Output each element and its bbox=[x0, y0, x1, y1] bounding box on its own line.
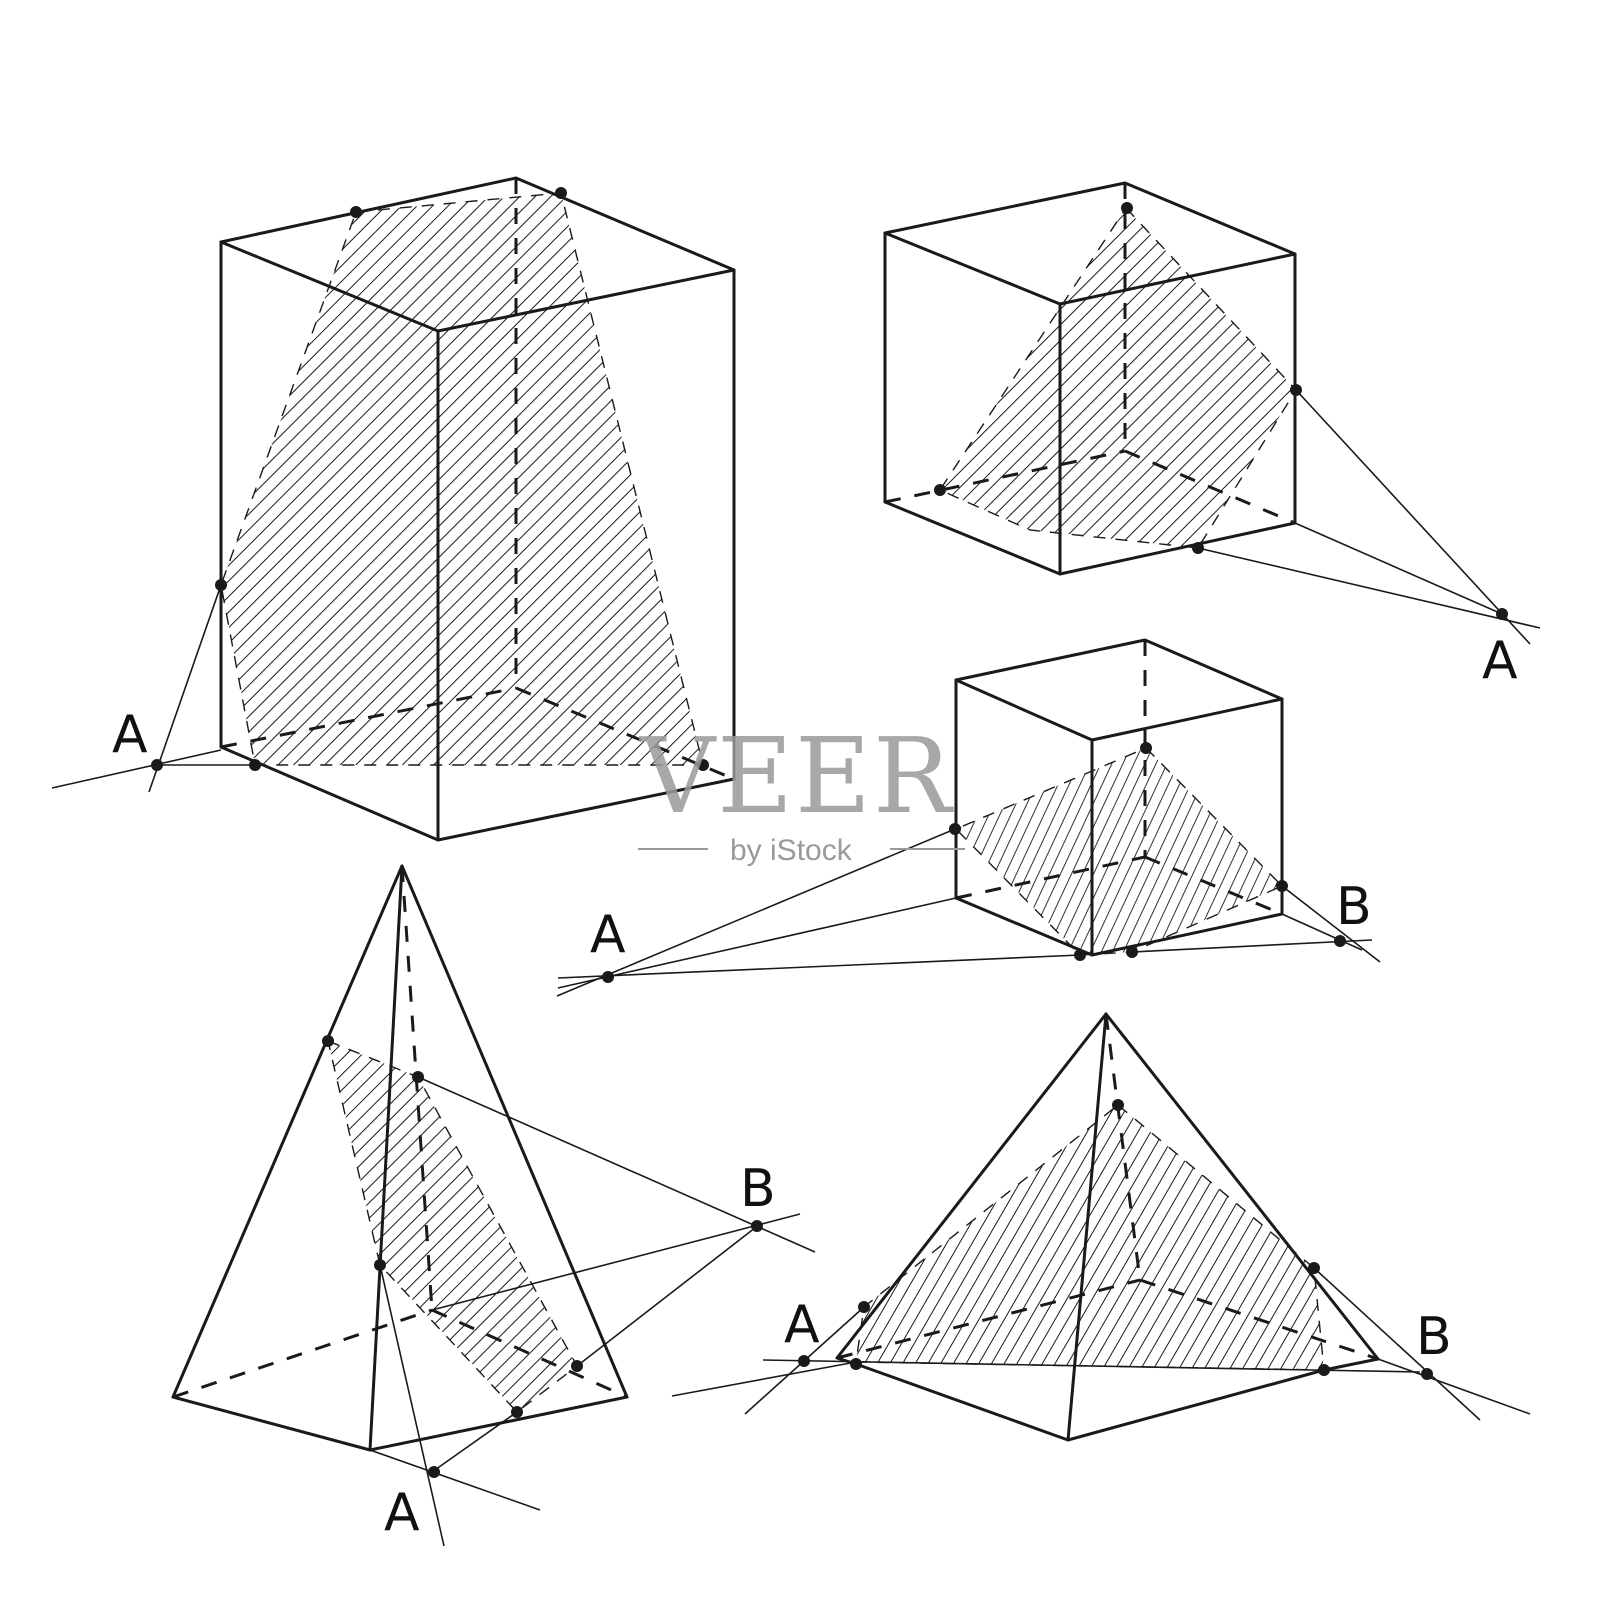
watermark: VEER by iStock bbox=[638, 715, 965, 867]
point-label-a: A bbox=[1482, 631, 1518, 691]
figure-pyramid-left: A B bbox=[171, 864, 816, 1547]
point-label-a: A bbox=[784, 1295, 820, 1355]
point-label-a: A bbox=[590, 905, 626, 965]
cross-section bbox=[220, 192, 704, 766]
point-label-a: A bbox=[112, 705, 148, 765]
figure-pyramid-right: A B bbox=[671, 1012, 1531, 1442]
figure-cube-middle: A B bbox=[556, 638, 1381, 997]
point-label-b: B bbox=[1416, 1307, 1452, 1367]
figure-prism-tall: A bbox=[51, 176, 736, 842]
point-label-b: B bbox=[740, 1159, 776, 1219]
point-label-b: B bbox=[1336, 877, 1372, 937]
watermark-brand: VEER bbox=[638, 715, 954, 837]
point-label-a: A bbox=[384, 1483, 420, 1543]
figure-cube-top-right: A bbox=[883, 181, 1541, 691]
watermark-tagline: by iStock bbox=[730, 834, 853, 867]
